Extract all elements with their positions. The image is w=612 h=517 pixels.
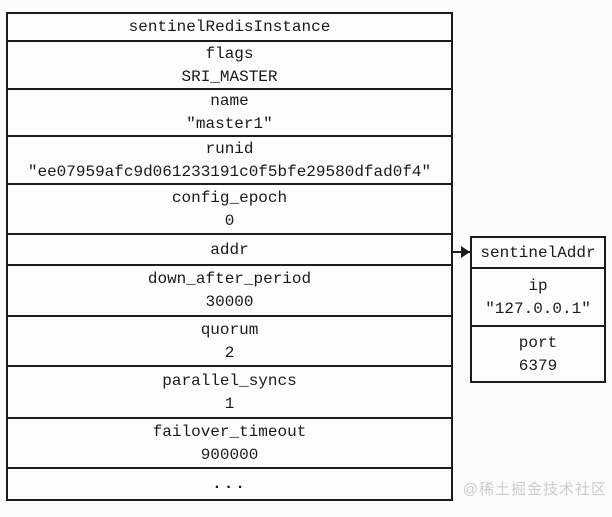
watermark: @稀土掘金技术社区 — [462, 481, 607, 498]
field-value: "127.0.0.1" — [485, 299, 591, 318]
field-row-runid: runid "ee07959afc9d061233191c0f5bfe29580… — [8, 137, 451, 185]
field-label: flags — [205, 44, 254, 63]
field-label: addr — [210, 240, 249, 259]
field-value: 1 — [224, 394, 235, 413]
field-label: config_epoch — [171, 188, 288, 207]
field-row-quorum: quorum 2 — [8, 317, 451, 367]
field-label: runid — [205, 139, 254, 158]
field-label: failover_timeout — [152, 422, 307, 441]
field-row-config-epoch: config_epoch 0 — [8, 185, 451, 235]
sentinel-addr-box: sentinelAddr ip "127.0.0.1" port 6379 — [470, 236, 606, 383]
field-label: port — [518, 333, 558, 352]
field-value: 900000 — [200, 445, 259, 464]
field-row-port: port 6379 — [472, 327, 604, 381]
field-row-addr: addr — [8, 235, 451, 266]
struct-title-row: sentinelAddr — [472, 238, 604, 269]
field-row-name: name "master1" — [8, 90, 451, 137]
field-label: name — [210, 92, 249, 110]
field-value: 30000 — [205, 293, 254, 311]
struct-title-row: sentinelRedisInstance — [8, 14, 451, 42]
field-label: parallel_syncs — [162, 371, 297, 390]
ellipsis-label: ... — [212, 475, 247, 493]
struct-title: sentinelRedisInstance — [128, 18, 331, 36]
field-row-parallel-syncs: parallel_syncs 1 — [8, 367, 451, 419]
field-value: "ee07959afc9d061233191c0f5bfe29580dfad0f… — [27, 162, 432, 181]
field-value: 2 — [224, 343, 235, 362]
struct-title: sentinelAddr — [480, 243, 596, 262]
sentinel-redis-instance-box: sentinelRedisInstance flags SRI_MASTER n… — [6, 12, 453, 501]
addr-pointer-arrow-head — [461, 246, 470, 258]
field-row-failover-timeout: failover_timeout 900000 — [8, 419, 451, 469]
field-label: down_after_period — [147, 270, 312, 288]
field-row-down-after-period: down_after_period 30000 — [8, 266, 451, 317]
field-value: 6379 — [518, 356, 558, 375]
field-row-ip: ip "127.0.0.1" — [472, 269, 604, 327]
field-row-ellipsis: ... — [8, 469, 451, 499]
field-row-flags: flags SRI_MASTER — [8, 42, 451, 90]
field-value: SRI_MASTER — [181, 67, 278, 86]
field-value: 0 — [224, 211, 235, 230]
field-label: quorum — [200, 320, 259, 339]
field-label: ip — [528, 276, 548, 295]
field-value: "master1" — [186, 115, 273, 133]
